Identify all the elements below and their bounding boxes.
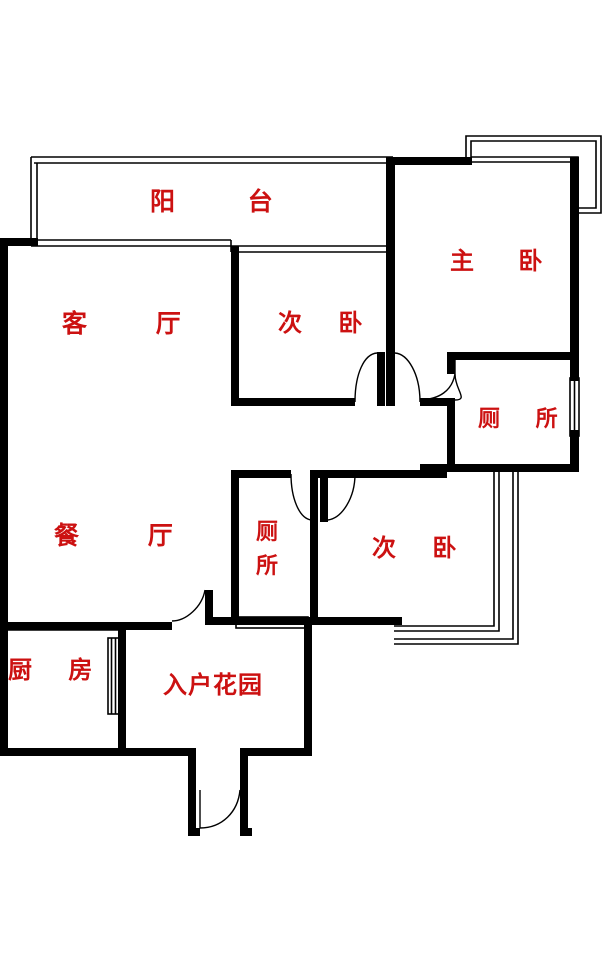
room-label-balcony: 阳 台 — [150, 187, 305, 216]
room-label-bathroom-2: 厕 所 — [256, 520, 279, 580]
room-label-master: 主 卧 — [450, 247, 561, 275]
wall-hall-jamb-right — [320, 470, 328, 522]
wall-kitchen-right — [118, 622, 126, 756]
room-label-entry-garden: 入户花园 — [163, 671, 263, 699]
wall-bathroom2-left — [231, 470, 239, 622]
room-label-bathroom-1: 厕 所 — [478, 407, 572, 432]
bay-window-outer — [465, 135, 602, 214]
door-arc-bedroom2a — [354, 352, 378, 403]
door-arc-corridor — [394, 352, 421, 403]
wall-kitchen-top — [0, 622, 126, 630]
room-label-bedroom-2b: 次 卧 — [372, 534, 471, 562]
door-arc-bathroom2-entry — [171, 589, 206, 622]
bedroom2b-balcony-outer — [394, 470, 495, 627]
bedroom2b-glazing-inner — [394, 470, 519, 645]
door-arc-entry — [199, 789, 241, 829]
wall-exterior-bottom-right — [240, 748, 312, 756]
wall-living-top-left-nub — [0, 238, 38, 246]
wall-master-right-lower — [570, 430, 579, 472]
wall-bedroom2a-bottom — [231, 398, 355, 406]
room-label-kitchen: 厨 房 — [8, 656, 107, 684]
wall-entry-threshold-left — [188, 828, 200, 836]
door-arc-hall-right — [327, 473, 356, 521]
bedroom2b-balcony-mid — [394, 470, 500, 632]
wall-bathroom1-bottom — [420, 464, 579, 472]
structural-walls — [0, 157, 579, 836]
wall-exterior-bottom-left — [0, 748, 196, 756]
wall-corridor-left-jamb — [377, 352, 385, 406]
wall-entry-right-return — [240, 748, 248, 836]
wall-bedroom2a-door-jamb-right — [386, 352, 395, 406]
wall-garden-door-head — [205, 617, 239, 625]
wall-corridor-stub — [420, 398, 454, 406]
room-label-living-room: 客 厅 — [62, 309, 211, 338]
door-arc-hall-left — [290, 473, 312, 521]
wall-master-left — [386, 157, 395, 405]
room-label-dining-room: 餐 厅 — [54, 521, 203, 550]
wall-bathroom1-door-jamb — [447, 352, 455, 374]
door-arc-bathroom1-sweep — [420, 373, 456, 401]
door-arc-bathroom1 — [454, 373, 462, 401]
wall-garden-door-jamb — [126, 622, 172, 630]
wall-master-right — [570, 157, 579, 381]
wall-exterior-left — [0, 238, 8, 756]
kitchen-sliding-door-frame — [107, 637, 120, 715]
wall-bathroom1-top — [447, 352, 579, 360]
wall-entry-garden-right — [304, 625, 312, 756]
wall-master-top — [386, 157, 472, 165]
room-label-bedroom-2a: 次 卧 — [278, 309, 377, 337]
wall-bedroom2b-right-bottom — [394, 617, 402, 625]
door-swings — [171, 352, 462, 829]
wall-bathroom2-right — [310, 470, 318, 622]
bedroom2b-glazing-outer — [394, 470, 514, 640]
wall-bathroom2-bottom — [231, 617, 318, 625]
wall-garden-door-post — [205, 590, 213, 622]
wall-hall-bottom — [231, 470, 291, 478]
wall-bathroom1-left — [447, 398, 455, 472]
wall-bedroom2a-left — [231, 246, 239, 406]
wall-entry-threshold-right — [240, 828, 252, 836]
wall-bedroom2b-bottom — [318, 617, 402, 625]
wall-bedroom2b-top — [318, 470, 447, 478]
wall-entry-left-return — [188, 748, 196, 836]
